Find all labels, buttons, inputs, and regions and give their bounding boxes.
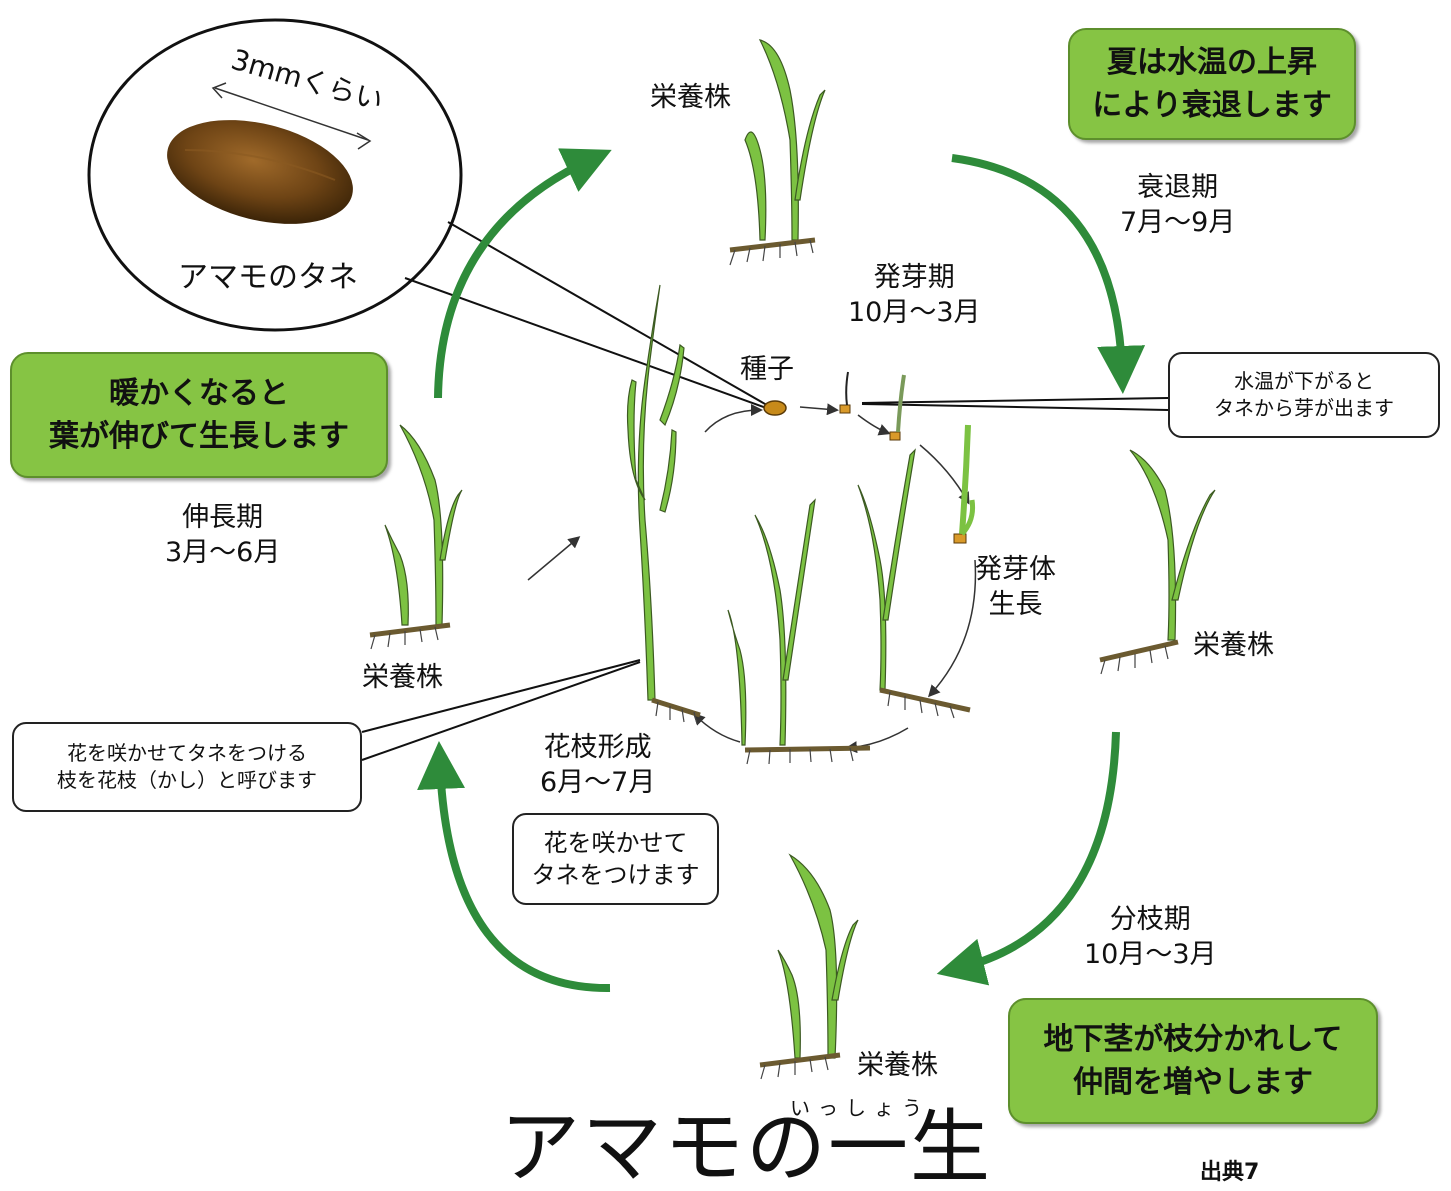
cycle-arrow-top-right [951, 154, 1146, 394]
plant-left [369, 424, 463, 650]
cycle-arrow-left-up [434, 148, 612, 399]
plant-right [1099, 449, 1216, 675]
seed-small [763, 400, 787, 416]
rhizome-branching-note: 地下茎が枝分かれして 仲間を増やします [1008, 998, 1378, 1124]
germinating-seed-2 [889, 374, 906, 441]
elongation-stage-label: 伸長期 3月～6月 [165, 502, 281, 569]
plant-label-right: 栄養株 [1193, 630, 1274, 661]
germination-stage-label: 発芽期 10月～3月 [848, 262, 981, 329]
diagram-title: アマモの一生 [500, 1101, 992, 1191]
warm-growth-note: 暖かくなると 葉が伸びて生長します [10, 352, 388, 478]
germinating-seed-3 [953, 424, 975, 544]
seedling-growth-label: 発芽体 生長 [975, 554, 1056, 621]
cycle-arrow-right-down [936, 731, 1120, 986]
plant-top [729, 39, 826, 266]
plant-mid-group [727, 448, 971, 765]
flower-seed-note: 花を咲かせて タネをつけます [512, 813, 719, 905]
source-credit: 出典7 [1200, 1160, 1260, 1185]
plant-flowering [626, 284, 701, 725]
seed-stages [763, 371, 975, 544]
flower-branch-note: 花を咲かせてタネをつける 枝を花枝（かし）と呼びます [12, 722, 362, 812]
water-temp-note: 水温が下がると タネから芽が出ます [1168, 352, 1440, 438]
plant-label-top: 栄養株 [650, 82, 731, 113]
seed-callout-label: アマモのタネ [178, 260, 358, 295]
decline-stage-label: 衰退期 7月～9月 [1120, 172, 1236, 239]
seed-photo [167, 120, 353, 224]
branching-stage-label: 分枝期 10月～3月 [1084, 904, 1217, 971]
plant-label-left: 栄養株 [362, 662, 443, 693]
size-arrow [211, 82, 372, 150]
cycle-arrow-bottom-left [417, 741, 611, 993]
pointer-lines [361, 397, 1169, 761]
cycle-arrows [417, 148, 1146, 993]
title-ruby: いっしょう [790, 1096, 930, 1120]
summer-decline-note: 夏は水温の上昇 により衰退します [1068, 28, 1356, 140]
flowering-stage-label: 花枝形成 6月～7月 [540, 732, 656, 799]
germinating-seed-1 [839, 371, 851, 414]
plant-label-bottom: 栄養株 [857, 1050, 938, 1081]
seed-label: 種子 [740, 354, 794, 385]
plant-bottom [759, 853, 859, 1080]
